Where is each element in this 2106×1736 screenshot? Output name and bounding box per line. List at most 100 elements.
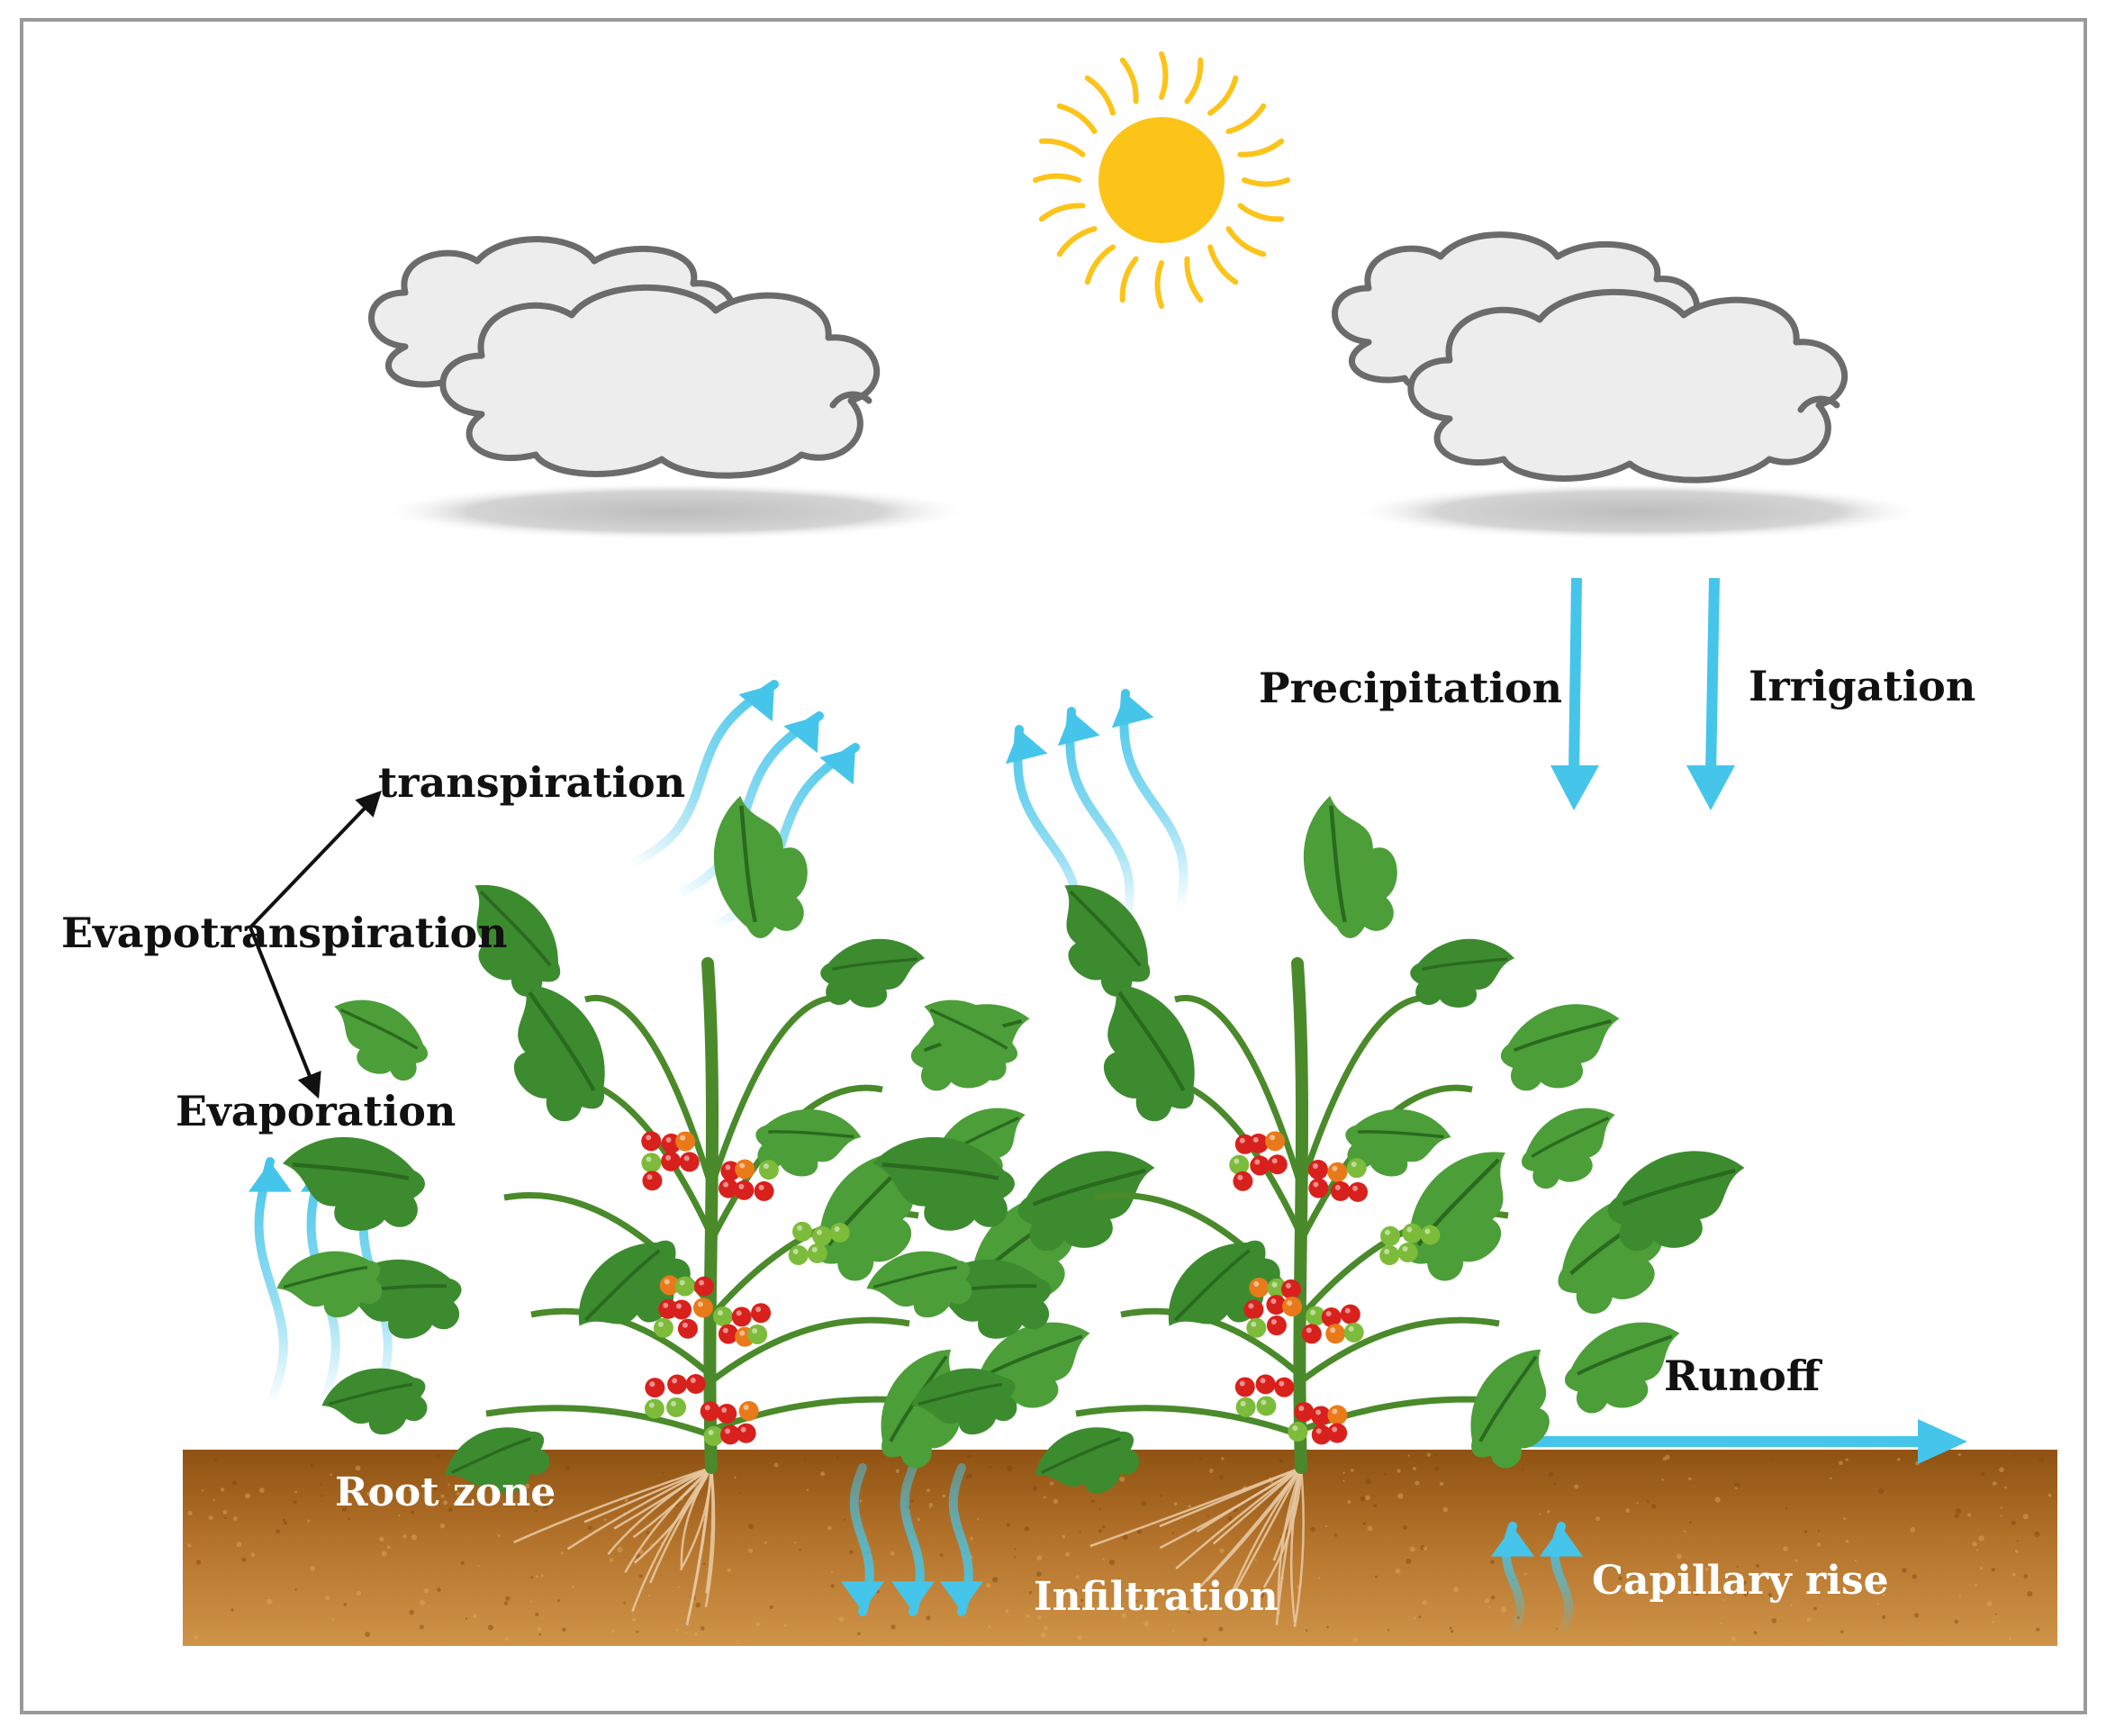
wavy-arrow-shaft <box>1119 689 1189 914</box>
sun-ray <box>1184 256 1204 303</box>
tomato <box>675 1131 696 1152</box>
sun-ray <box>1056 103 1098 134</box>
wavy-arrow-head <box>249 1162 292 1192</box>
leaf-icon <box>282 1137 425 1231</box>
tomato <box>653 1317 673 1338</box>
tomato <box>1343 1322 1364 1343</box>
tomato <box>692 1297 713 1318</box>
tomato <box>735 1159 755 1180</box>
wavy-arrow-head <box>841 1581 884 1612</box>
tomato <box>1307 1160 1328 1180</box>
wavy-arrow-head <box>891 1581 935 1612</box>
precipitation-arrow-icon <box>1550 577 1599 810</box>
leaf-icon <box>1607 1151 1745 1252</box>
infiltration-label: Infiltration <box>1034 1574 1279 1620</box>
sun-ray <box>1119 57 1139 104</box>
wavy-arrow-head <box>819 747 855 785</box>
tomato <box>1420 1225 1441 1245</box>
wavy-arrow-head <box>1057 711 1100 746</box>
tomato <box>751 1303 772 1324</box>
leaf-icon <box>872 1137 1015 1231</box>
tomato <box>1282 1297 1303 1317</box>
tomato <box>677 1318 698 1339</box>
capillary-rise-arrows-icon <box>1491 1522 1583 1639</box>
arrow-to-transpiration <box>249 790 382 929</box>
wavy-arrow-head <box>940 1581 983 1612</box>
arrow-to-evaporation <box>249 927 321 1099</box>
leaf-icon <box>714 795 808 938</box>
tomato <box>694 1276 715 1297</box>
tomato <box>1229 1154 1250 1175</box>
tomato-plant-right-icon <box>866 795 1745 1627</box>
wavy-arrow-head <box>1005 729 1048 764</box>
leaf-icon <box>1470 1349 1550 1469</box>
tomato <box>731 1307 752 1327</box>
sun-ray <box>1084 244 1116 285</box>
sun-disc <box>1098 117 1225 243</box>
tomato <box>1288 1422 1308 1442</box>
tomato <box>829 1222 850 1243</box>
wavy-arrow-shaft <box>254 1157 288 1409</box>
leaf-icon <box>820 938 926 1008</box>
tomato <box>641 1131 662 1152</box>
tomato <box>1267 1154 1288 1175</box>
tomato <box>679 1152 700 1172</box>
roots-icon <box>1089 1466 1305 1627</box>
tomato <box>1402 1223 1423 1243</box>
cloud-shadow <box>1351 483 1927 540</box>
tomato <box>1250 1155 1270 1176</box>
leaf-icon <box>924 999 1018 1080</box>
tomato <box>1255 1374 1276 1395</box>
tomato <box>667 1374 688 1395</box>
tomato <box>1301 1324 1322 1344</box>
leaf-icon <box>1104 984 1195 1122</box>
tomato <box>674 1276 695 1297</box>
tomato <box>1266 1316 1287 1336</box>
tomato <box>747 1324 768 1344</box>
leaf-icon <box>1345 1109 1451 1177</box>
tomato <box>1327 1423 1348 1443</box>
sun-ray <box>1207 75 1239 116</box>
tomato <box>1327 1162 1348 1182</box>
tomato <box>792 1221 813 1242</box>
tomato <box>641 1153 662 1173</box>
leaf-icon <box>1500 1004 1620 1091</box>
tomato <box>685 1374 706 1395</box>
tomato <box>1294 1402 1315 1423</box>
sun-ray <box>1159 51 1169 100</box>
tomato <box>1325 1324 1346 1344</box>
tomato <box>1397 1243 1418 1263</box>
cloud-left-icon <box>368 236 972 540</box>
irrigation-arrow-icon <box>1686 577 1735 810</box>
tomato <box>1327 1405 1348 1425</box>
leaf-icon <box>445 1427 550 1494</box>
sun-ray <box>1242 177 1290 187</box>
tomato <box>1348 1181 1369 1202</box>
leaf-icon <box>755 1109 862 1177</box>
roots-icon <box>513 1466 716 1626</box>
wavy-arrow-head <box>1111 693 1154 728</box>
stem <box>701 957 719 1474</box>
sun-ray <box>1237 138 1285 158</box>
leaf-icon <box>1017 1151 1155 1252</box>
tomato <box>1246 1317 1267 1338</box>
tomato <box>1280 1279 1301 1299</box>
tomato <box>700 1401 720 1422</box>
tomato <box>736 1423 756 1443</box>
wavy-arrow-head <box>738 684 774 722</box>
evaporation-label: Evaporation <box>176 1087 456 1135</box>
frame-border <box>20 18 2087 1714</box>
sun-ray <box>1038 138 1086 158</box>
wavy-arrow-shaft <box>1065 707 1134 932</box>
tomato <box>1380 1225 1401 1246</box>
wavy-arrow-head <box>1491 1526 1534 1557</box>
sun-ray <box>1038 203 1086 222</box>
tomato <box>1243 1299 1264 1320</box>
sun-ray <box>1033 173 1081 183</box>
tomato <box>738 1401 759 1422</box>
leaf-icon <box>1521 1108 1615 1189</box>
tomato <box>1249 1277 1270 1297</box>
tomato <box>1346 1158 1367 1179</box>
tomato <box>661 1151 682 1171</box>
